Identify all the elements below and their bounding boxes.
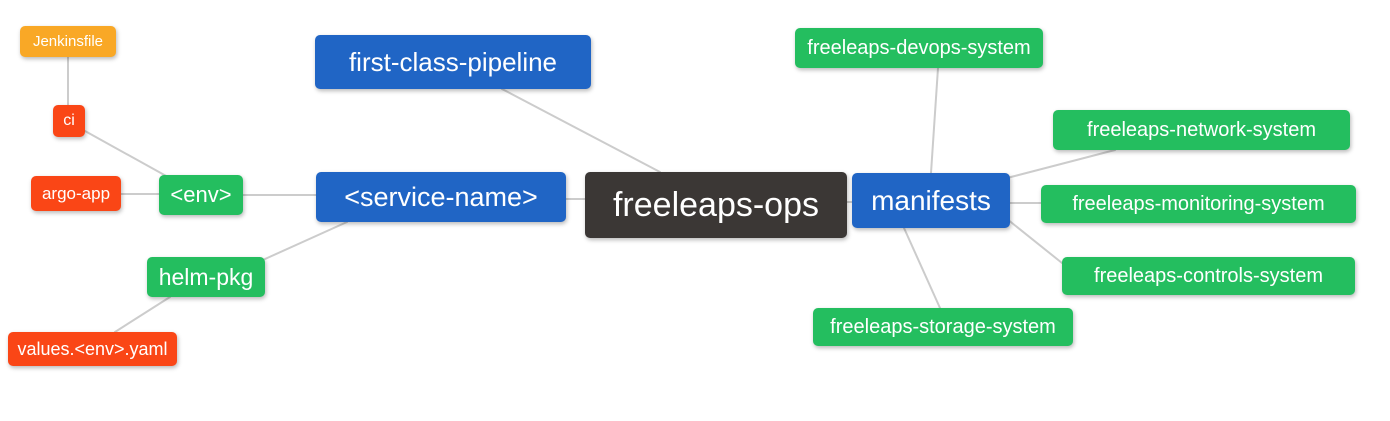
node-jenkinsfile[interactable]: Jenkinsfile [20,26,116,57]
edge-manifests-devops [930,67,939,174]
node-freeleaps-network-system[interactable]: freeleaps-network-system [1053,110,1350,150]
node-values-env-yaml[interactable]: values.<env>.yaml [8,332,177,366]
node-freeleaps-ops-root[interactable]: freeleaps-ops [585,172,847,238]
node-argo-app[interactable]: argo-app [31,176,121,211]
node-freeleaps-monitoring-system[interactable]: freeleaps-monitoring-system [1041,185,1356,223]
edge-manifests-network [1006,149,1116,179]
node-ci[interactable]: ci [53,105,85,137]
node-manifests[interactable]: manifests [852,173,1010,228]
edge-pipeline-root [501,88,661,173]
edge-values-helm [114,296,171,333]
edge-manifests-controls [1006,218,1063,264]
edge-manifests-storage [903,227,941,309]
node-freeleaps-storage-system[interactable]: freeleaps-storage-system [813,308,1073,346]
edge-ci-env [84,130,169,178]
node-freeleaps-devops-system[interactable]: freeleaps-devops-system [795,28,1043,68]
node-env[interactable]: <env> [159,175,243,215]
node-service-name[interactable]: <service-name> [316,172,566,222]
node-first-class-pipeline[interactable]: first-class-pipeline [315,35,591,89]
node-helm-pkg[interactable]: helm-pkg [147,257,265,297]
node-freeleaps-controls-system[interactable]: freeleaps-controls-system [1062,257,1355,295]
edge-helm-service [264,221,348,260]
